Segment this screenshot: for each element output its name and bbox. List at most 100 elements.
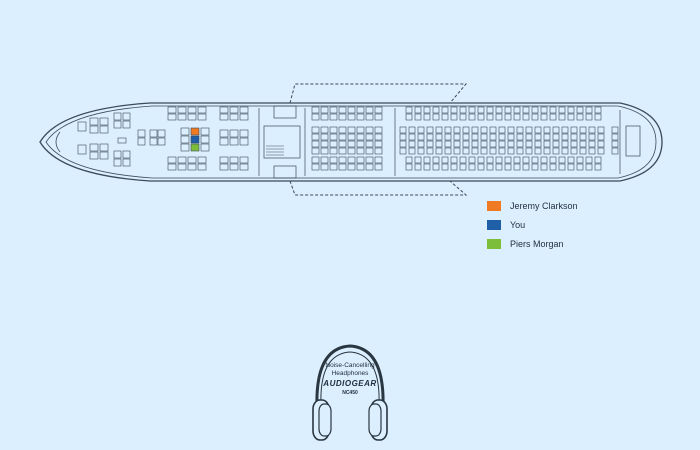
seat[interactable] — [311, 126, 320, 134]
seat[interactable] — [89, 151, 99, 160]
seat[interactable] — [513, 113, 521, 121]
seat[interactable] — [588, 126, 596, 134]
seat[interactable] — [594, 106, 602, 114]
seat[interactable] — [486, 106, 494, 114]
seat[interactable] — [338, 106, 347, 114]
seat[interactable] — [311, 147, 320, 155]
seat[interactable] — [558, 106, 566, 114]
seat[interactable] — [329, 106, 338, 114]
seat[interactable] — [468, 163, 476, 171]
seat[interactable] — [320, 106, 329, 114]
seat[interactable] — [477, 163, 485, 171]
seat[interactable] — [197, 156, 207, 164]
seat[interactable] — [200, 127, 210, 136]
seat[interactable] — [495, 156, 503, 164]
seat[interactable] — [365, 147, 374, 155]
seat[interactable] — [167, 113, 177, 121]
seat[interactable] — [432, 113, 440, 121]
seat[interactable] — [122, 150, 131, 159]
seat[interactable] — [329, 140, 338, 148]
seat[interactable] — [585, 163, 593, 171]
seat[interactable] — [611, 126, 619, 134]
seat[interactable] — [187, 156, 197, 164]
seat[interactable] — [177, 156, 187, 164]
seat[interactable] — [122, 120, 131, 129]
seat[interactable] — [531, 106, 539, 114]
seat[interactable] — [459, 163, 467, 171]
seat[interactable] — [167, 163, 177, 171]
seat[interactable] — [408, 133, 416, 141]
seat[interactable] — [320, 126, 329, 134]
seat[interactable] — [567, 156, 575, 164]
seat[interactable] — [579, 126, 587, 134]
seat[interactable] — [504, 163, 512, 171]
seat[interactable] — [311, 106, 320, 114]
seat[interactable] — [558, 156, 566, 164]
seat[interactable] — [423, 106, 431, 114]
seat[interactable] — [180, 135, 190, 144]
seat[interactable] — [229, 156, 239, 164]
seat[interactable] — [219, 113, 229, 121]
seat[interactable] — [311, 133, 320, 141]
seat[interactable] — [167, 156, 177, 164]
seat[interactable] — [597, 133, 605, 141]
seat[interactable] — [329, 147, 338, 155]
seat[interactable] — [543, 133, 551, 141]
seat[interactable] — [177, 106, 187, 114]
seat[interactable] — [356, 140, 365, 148]
seat[interactable] — [543, 140, 551, 148]
seat[interactable] — [531, 163, 539, 171]
seat[interactable] — [561, 140, 569, 148]
seat[interactable] — [320, 113, 329, 121]
seat[interactable] — [579, 147, 587, 155]
seat[interactable] — [513, 163, 521, 171]
seat[interactable] — [219, 137, 229, 146]
seat[interactable] — [320, 140, 329, 148]
seat[interactable] — [432, 106, 440, 114]
seat[interactable] — [329, 163, 338, 171]
seat[interactable] — [561, 126, 569, 134]
seat[interactable] — [239, 113, 249, 121]
seat[interactable] — [113, 112, 122, 121]
seat[interactable] — [197, 163, 207, 171]
seat[interactable] — [200, 143, 210, 152]
seat[interactable] — [99, 151, 109, 160]
seat[interactable] — [498, 126, 506, 134]
seat[interactable] — [585, 106, 593, 114]
seat[interactable] — [197, 113, 207, 121]
seat[interactable] — [540, 106, 548, 114]
seat[interactable] — [543, 147, 551, 155]
seat[interactable] — [450, 163, 458, 171]
seat[interactable] — [462, 147, 470, 155]
seat[interactable] — [570, 140, 578, 148]
seat[interactable] — [540, 163, 548, 171]
seat[interactable] — [531, 156, 539, 164]
seat[interactable] — [417, 147, 425, 155]
seat[interactable] — [229, 163, 239, 171]
seat[interactable] — [426, 133, 434, 141]
seat[interactable] — [157, 137, 166, 146]
seat[interactable] — [137, 129, 146, 138]
seat[interactable] — [513, 106, 521, 114]
seat[interactable] — [495, 163, 503, 171]
seat[interactable] — [374, 140, 383, 148]
seat[interactable] — [113, 150, 122, 159]
seat[interactable] — [522, 106, 530, 114]
seat[interactable] — [320, 133, 329, 141]
seat[interactable] — [552, 147, 560, 155]
seat[interactable] — [435, 140, 443, 148]
seat[interactable] — [229, 113, 239, 121]
seat[interactable] — [399, 147, 407, 155]
seat[interactable] — [534, 140, 542, 148]
seat[interactable] — [426, 147, 434, 155]
seat[interactable] — [459, 156, 467, 164]
seat[interactable] — [122, 158, 131, 167]
seat[interactable] — [450, 113, 458, 121]
seat[interactable] — [611, 133, 619, 141]
seat[interactable] — [549, 106, 557, 114]
seat[interactable] — [516, 147, 524, 155]
seat[interactable] — [567, 113, 575, 121]
seat[interactable] — [113, 120, 122, 129]
seat[interactable] — [441, 156, 449, 164]
seat[interactable] — [579, 140, 587, 148]
